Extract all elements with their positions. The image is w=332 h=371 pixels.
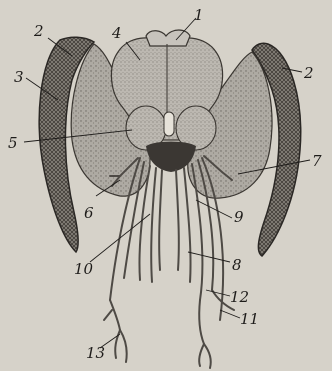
label-1: 1 [194, 6, 204, 24]
label-8: 8 [232, 256, 242, 274]
label-9: 9 [234, 208, 244, 226]
label-12: 12 [230, 288, 249, 306]
label-6: 6 [84, 204, 94, 222]
label-3: 3 [14, 68, 24, 86]
label-11: 11 [240, 310, 259, 328]
label-4: 4 [111, 24, 122, 42]
label-7: 7 [312, 152, 322, 170]
label-10: 10 [74, 260, 94, 278]
esophageal-foramen [164, 112, 174, 136]
label-5: 5 [8, 134, 18, 152]
label-2-left: 2 [33, 22, 44, 40]
label-13: 13 [86, 344, 105, 362]
label-2-right: 2 [303, 64, 314, 82]
